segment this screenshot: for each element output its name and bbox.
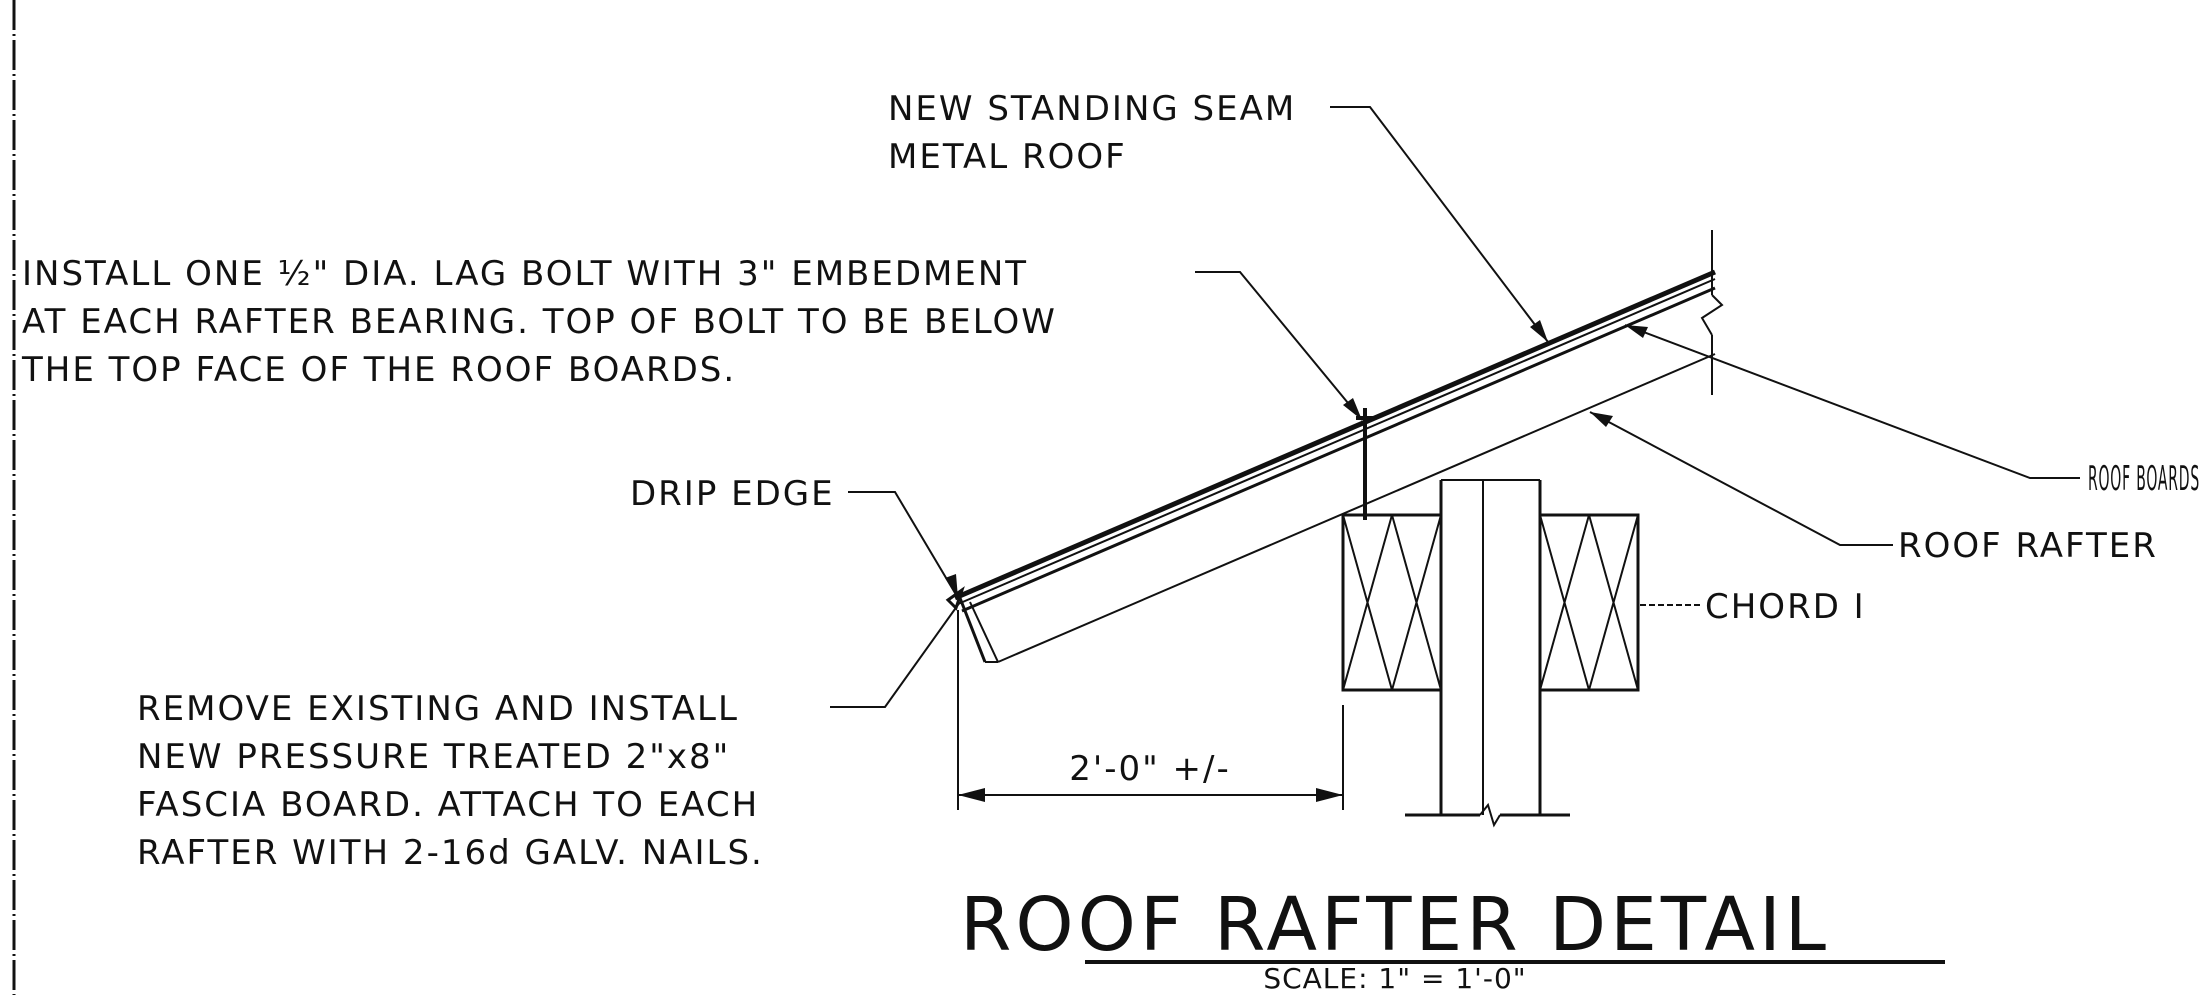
drip-edge-shape (945, 586, 965, 611)
leader-drip-edge-arrow (945, 574, 958, 598)
label-roof-boards: ROOF BOARDS (2088, 459, 2200, 499)
break-line-symbol (1700, 294, 1724, 336)
right-chord-block (1538, 513, 1640, 692)
left-chord-block-cross (1342, 514, 1442, 691)
label-standing-seam-line1: NEW STANDING SEAM (888, 89, 1296, 129)
dimension-arrow-left (958, 788, 985, 802)
label-drip-edge: DRIP EDGE (630, 474, 835, 514)
leader-lag-bolt (1195, 271, 1363, 421)
fascia-board-outer (958, 597, 987, 663)
fascia-board-inner (969, 601, 999, 663)
leader-roof-boards-arrow (1625, 325, 1648, 338)
label-chord: CHORD I (1705, 587, 1866, 627)
dimension-label: 2'-0" +/- (1069, 749, 1231, 789)
label-fascia-line2: NEW PRESSURE TREATED 2"x8" (137, 737, 730, 777)
label-lag-bolt-line2: AT EACH RAFTER BEARING. TOP OF BOLT TO B… (22, 302, 1057, 342)
roof-boards-line (961, 286, 1716, 613)
leader-lag-bolt-arrow (1343, 398, 1362, 420)
leader-roof-rafter (1589, 411, 1893, 546)
rafter-bottom-line (997, 353, 1716, 663)
leader-roof-boards (1624, 324, 2080, 479)
leader-standing-seam-arrow (1530, 320, 1548, 342)
metal-roof-seam-line (957, 278, 1716, 605)
leader-drip-edge (848, 491, 959, 599)
metal-roof-line (954, 269, 1716, 601)
drawing-title: ROOF RAFTER DETAIL (960, 882, 1830, 968)
label-roof-rafter: ROOF RAFTER (1898, 526, 2158, 566)
left-chord-block (1341, 513, 1443, 692)
label-lag-bolt-line1: INSTALL ONE ½" DIA. LAG BOLT WITH 3" EMB… (22, 254, 1028, 294)
leader-fascia (830, 601, 961, 708)
label-lag-bolt-line3: THE TOP FACE OF THE ROOF BOARDS. (21, 350, 736, 390)
drawing-scale: SCALE: 1" = 1'-0" (1263, 962, 1526, 995)
label-fascia-line3: FASCIA BOARD. ATTACH TO EACH (137, 785, 759, 825)
base-break-symbol (1479, 802, 1501, 828)
right-chord-block-cross (1539, 514, 1639, 691)
dimension-arrow-right (1316, 788, 1343, 802)
label-fascia-line1: REMOVE EXISTING AND INSTALL (137, 689, 739, 729)
label-fascia-line4: RAFTER WITH 2-16d GALV. NAILS. (137, 833, 764, 873)
label-standing-seam-line2: METAL ROOF (888, 137, 1127, 177)
leader-roof-rafter-arrow (1590, 412, 1613, 427)
leader-standing-seam (1330, 106, 1549, 343)
